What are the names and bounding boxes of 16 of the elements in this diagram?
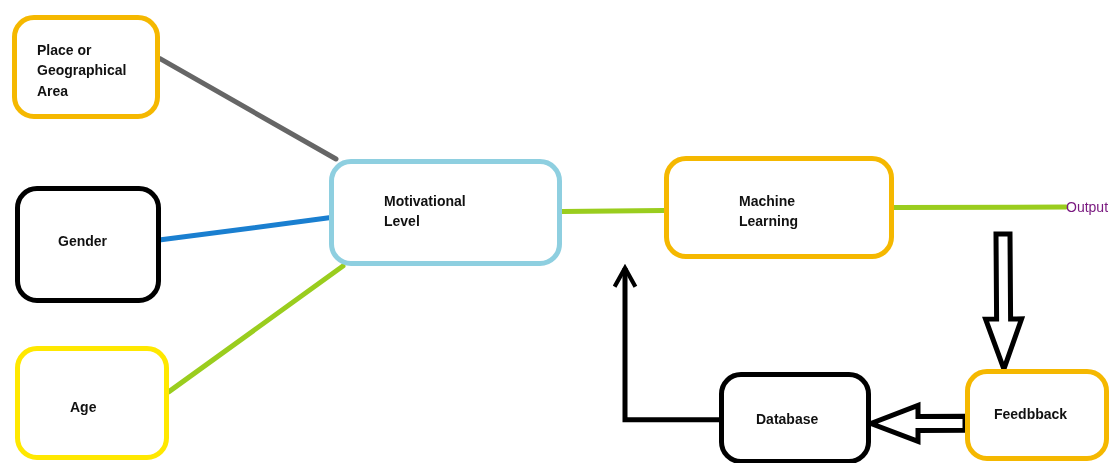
process-box (12, 15, 160, 119)
box-label: Gender (58, 232, 107, 251)
box-label: Motivational Level (384, 192, 467, 232)
process-box (15, 186, 161, 303)
box-label: Database (756, 410, 819, 429)
arrow (612, 265, 719, 423)
process-box (664, 156, 894, 259)
box-label: Feedbback (994, 405, 1068, 424)
box-label: Age (70, 398, 97, 417)
box-label: Machine Learning (739, 192, 800, 232)
process-box (719, 372, 871, 463)
output-label: Output (1066, 197, 1119, 217)
process-box (329, 159, 562, 266)
process-box (15, 346, 169, 460)
process-box (965, 369, 1109, 461)
box-label: Place or Geographical Area (37, 41, 128, 101)
